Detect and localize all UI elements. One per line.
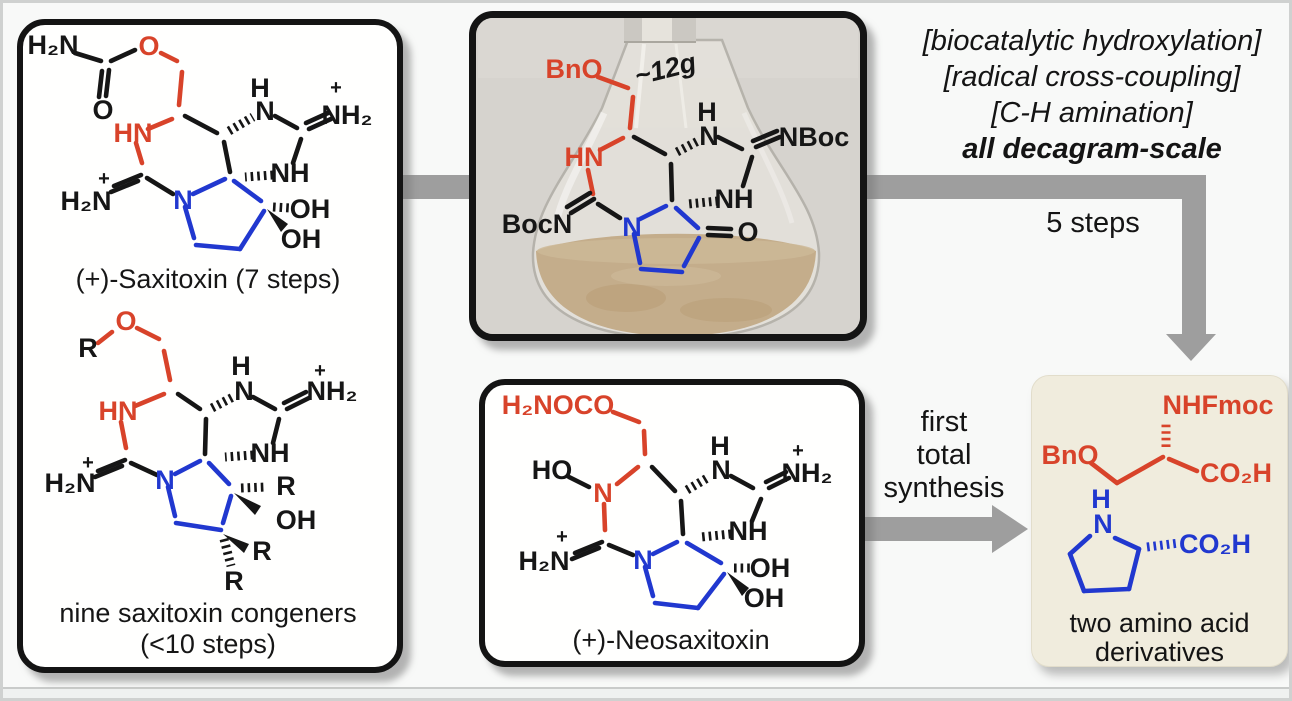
label-plus-right: + <box>330 77 342 99</box>
label-n-red: N <box>593 478 613 508</box>
label-nh: NH <box>271 158 310 188</box>
label-h2noco: H₂NOCO <box>502 390 615 420</box>
label-plus-left: + <box>556 526 568 548</box>
label-oh-lower: OH <box>281 224 322 254</box>
label-r-right: R <box>276 471 296 501</box>
neosaxitoxin-atom-labels: H₂NOCO HO N + H₂N N H N + NH₂ NH OH OH <box>502 390 833 613</box>
label-n-ring: N <box>155 465 175 495</box>
label-nh2: NH₂ <box>307 376 358 406</box>
neosaxitoxin-bonds <box>566 409 792 611</box>
label-o-ether: O <box>115 306 136 336</box>
label-n-ring: N <box>633 545 653 575</box>
methods-line1: [biocatalytic hydroxylation] <box>922 25 1262 57</box>
synthesis-line2: total <box>916 439 972 471</box>
congeners-caption-line1: nine saxitoxin congeners <box>59 598 356 628</box>
flask-glass <box>531 18 821 334</box>
frame-bottom-strip <box>3 687 1289 698</box>
synthesis-arrow-shape <box>865 505 1028 553</box>
label-plus-right: + <box>792 440 804 462</box>
label-nh2: NH₂ <box>782 458 833 488</box>
label-bocn: BocN <box>502 209 573 239</box>
label-n-top: N <box>711 455 731 485</box>
label-o-ether: O <box>138 31 159 61</box>
label-r-top: R <box>78 333 98 363</box>
products-caption-line2: derivatives <box>1094 637 1225 667</box>
label-n-top: N <box>255 96 275 126</box>
label-o-carbonyl: O <box>92 95 113 125</box>
label-co2h-proline: CO₂H <box>1179 529 1251 559</box>
steps-label: 5 steps <box>1046 207 1140 239</box>
neosaxitoxin-caption: (+)-Neosaxitoxin <box>572 625 769 655</box>
label-h-top: H <box>710 431 730 461</box>
methods-line4: all decagram-scale <box>962 133 1222 165</box>
products-panel <box>1031 375 1288 667</box>
label-co2h-serine: CO₂H <box>1200 458 1272 488</box>
methods-text: [biocatalytic hydroxylation] [radical cr… <box>891 23 1289 167</box>
label-nh: NH <box>715 184 754 214</box>
label-o-ketone: O <box>737 217 758 247</box>
products-caption-line1: two amino acid <box>1069 608 1250 638</box>
label-n-ring: N <box>173 185 193 215</box>
label-h2n-left: H₂N <box>61 186 112 216</box>
label-nh: NH <box>729 516 768 546</box>
synthesis-label: first total synthesis <box>859 406 1029 505</box>
congeners-atom-labels: R O HN + H₂N N H N + NH₂ NH R OH R R <box>45 306 358 596</box>
label-n-ring: N <box>622 212 642 242</box>
label-oh: OH <box>276 505 317 535</box>
label-r-bottom: R <box>224 566 244 596</box>
label-bno: BnO <box>546 54 603 84</box>
label-h2n-left: H₂N <box>45 468 96 498</box>
label-h-top: H <box>697 97 717 127</box>
label-n-proline: N <box>1093 509 1113 539</box>
flask-structure-labels: BnO HN BocN N H N NBoc NH O ~12g <box>502 47 850 247</box>
serine-bonds <box>1088 423 1200 486</box>
label-nh: NH <box>251 438 290 468</box>
synthesis-line1: first <box>920 406 968 438</box>
proline-structure: H N CO₂H <box>1067 484 1251 594</box>
label-n-top: N <box>699 121 719 151</box>
label-h-proline: H <box>1091 484 1111 514</box>
label-hn: HN <box>565 142 604 172</box>
label-oh-upper: OH <box>290 194 331 224</box>
label-h-top: H <box>250 73 270 103</box>
label-hn: HN <box>99 396 138 426</box>
flask-panel: BnO HN BocN N H N NBoc NH O ~12g <box>469 11 867 341</box>
congeners-bonds <box>92 325 312 568</box>
label-n-top: N <box>234 376 254 406</box>
congeners-structure: R O HN + H₂N N H N + NH₂ NH R OH R R nin… <box>45 306 358 659</box>
synthesis-line3: synthesis <box>883 472 1005 504</box>
saxitoxin-atom-labels: H₂N O O HN + H₂N N H N + NH₂ NH OH OH <box>28 30 373 254</box>
label-nboc: NBoc <box>779 122 850 152</box>
label-ho: HO <box>532 455 573 485</box>
products-caption: two amino acid derivatives <box>1031 609 1288 667</box>
label-h2n-carbamate: H₂N <box>28 30 79 60</box>
neosaxitoxin-structure: H₂NOCO HO N + H₂N N H N + NH₂ NH OH OH (… <box>502 390 833 655</box>
label-nhfmoc: NHFmoc <box>1162 390 1273 420</box>
label-plus-left: + <box>98 168 110 190</box>
label-plus-right: + <box>314 360 326 382</box>
methods-line3: [C-H amination] <box>991 97 1193 129</box>
label-oh-upper: OH <box>750 553 791 583</box>
neosaxitoxin-panel <box>479 379 865 667</box>
label-h2n-left: H₂N <box>519 546 570 576</box>
congeners-caption-line2: (<10 steps) <box>140 629 276 659</box>
methods-line2: [radical cross-coupling] <box>943 61 1241 93</box>
saxitoxin-caption: (+)-Saxitoxin (7 steps) <box>76 264 341 294</box>
flask-structure-bonds <box>564 74 783 275</box>
label-r-mid: R <box>252 536 272 566</box>
saxitoxin-bonds <box>72 47 334 252</box>
label-h-top: H <box>231 351 251 381</box>
saxitoxin-structure: H₂N O O HN + H₂N N H N + NH₂ NH OH OH (+… <box>28 30 373 294</box>
label-plus-left: + <box>82 452 94 474</box>
label-oh-lower: OH <box>744 583 785 613</box>
proline-bonds <box>1067 533 1180 594</box>
flask-photo: BnO HN BocN N H N NBoc NH O ~12g <box>476 18 860 334</box>
label-nh2: NH₂ <box>322 100 373 130</box>
label-hn: HN <box>114 118 153 148</box>
label-bno: BnO <box>1042 440 1099 470</box>
serine-structure: NHFmoc BnO CO₂H <box>1042 390 1274 488</box>
